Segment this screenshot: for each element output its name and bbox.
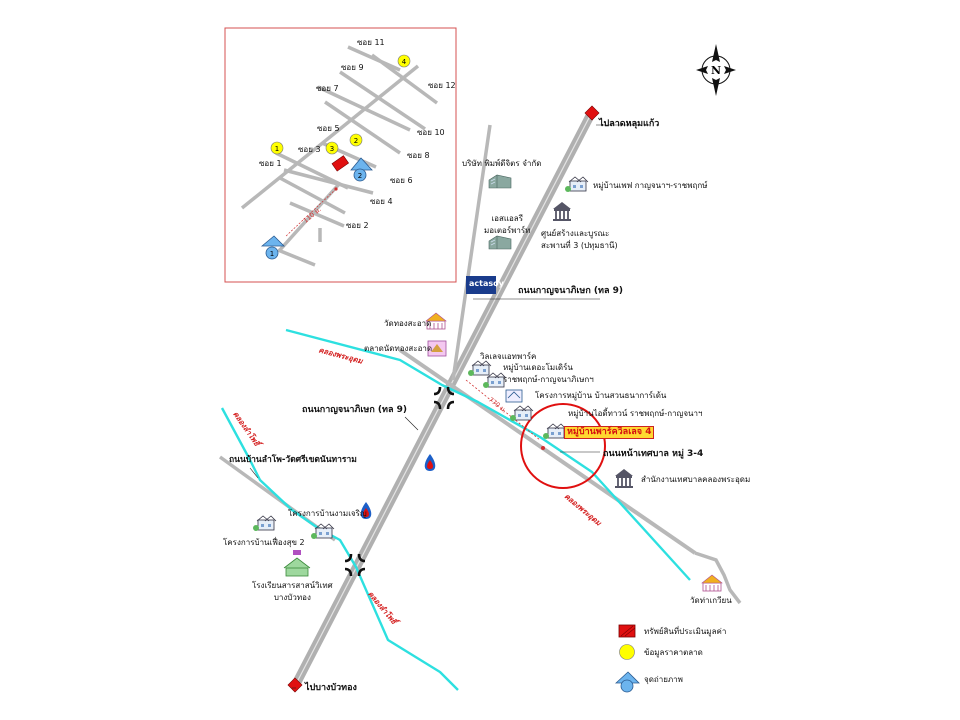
label-construction-center: ศูนย์สร้างและบูรณะ สะพานที่ 3 (ปทุมธานี) — [541, 229, 618, 250]
inset-marker-1: 1 — [270, 141, 284, 155]
market-icon — [427, 340, 447, 357]
subject-dot — [541, 446, 545, 450]
legend-market-price-icon — [619, 644, 635, 660]
label-wat-tha: วัดท่าเกวียน — [690, 596, 732, 605]
inset-soi-6: ซอย 6 — [390, 176, 413, 185]
inset-frame — [224, 27, 457, 283]
inset-soi-8: ซอย 8 — [407, 151, 430, 160]
label-subject-property: หมู่บ้านพาร์ควิลเลจ 4 — [564, 426, 655, 439]
inset-soi-12: ซอย 12 — [428, 81, 456, 90]
svg-text:2: 2 — [354, 137, 358, 145]
govt-icon — [552, 201, 572, 222]
label-village-pap: หมู่บ้านเพฟ กาญจนาฯ-ราชพฤกษ์ — [593, 181, 708, 190]
inset-soi-7: ซอย 7 — [316, 84, 339, 93]
inset-marker-2: 2 — [349, 133, 363, 147]
label-road-lampho: ถนนบ้านลำโพ-วัดศรีเขตนันทาราม — [229, 455, 357, 465]
inset-soi-2: ซอย 2 — [346, 221, 369, 230]
factory-icon — [488, 235, 512, 250]
legend-market-price-label: ข้อมูลราคาตลาด — [644, 648, 703, 657]
label-market: ตลาดนัดทองสะอาด — [364, 344, 433, 353]
inset-soi-9: ซอย 9 — [341, 63, 364, 72]
inset-soi-11: ซอย 11 — [357, 38, 385, 47]
label-village-eastern: หมู่บ้านไอดี้ทาวน์ ราชพฤกษ์-กาญจนาฯ — [568, 409, 703, 418]
compass-icon: N — [696, 44, 736, 96]
label-road-kanchana-top: ถนนกาญจนาภิเษก (ทล 9) — [518, 286, 623, 296]
svg-text:4: 4 — [402, 58, 407, 66]
house-icon — [509, 405, 534, 422]
label-village-elite: วิลเลจแอทพาร์ค — [480, 352, 537, 361]
label-project-garden: โครงการหมู่บ้าน บ้านสวนธนาการ์เด้น — [535, 391, 667, 400]
road-municipal — [398, 348, 697, 555]
inset-distance-line — [284, 188, 337, 238]
svg-text:1: 1 — [275, 145, 279, 153]
inset-soi-10: ซอย 10 — [417, 128, 445, 137]
svg-text:3: 3 — [330, 145, 334, 153]
inset-soi-3: ซอย 3 — [298, 145, 321, 154]
label-sml: เอสแอลรี มอเตอร์พาร์ท — [484, 214, 531, 235]
house-icon — [564, 176, 589, 193]
school-icon — [283, 550, 311, 577]
label-school: โรงเรียนสารสาสน์วิเทศ บางบัวทอง — [252, 581, 333, 602]
inset-dot — [334, 187, 338, 191]
label-project-ngam: โครงการบ้านงามเจริญ — [288, 509, 367, 518]
temple-icon — [701, 574, 723, 592]
house-icon — [542, 423, 567, 440]
svg-text:2: 2 — [358, 172, 362, 180]
roads — [218, 109, 742, 687]
govt-icon — [614, 468, 634, 489]
inset-photo-point-1: 1 — [260, 235, 285, 260]
road-upper-left — [451, 124, 492, 381]
inset-soi-1: ซอย 1 — [259, 159, 282, 168]
label-brand: actasoy — [469, 279, 504, 288]
house-icon — [252, 515, 277, 532]
arrow-down-icon — [287, 677, 303, 693]
label-project-feung: โครงการบ้านเฟื่องสุข 2 — [223, 538, 305, 547]
inset-soi-5: ซอย 5 — [317, 124, 340, 133]
svg-text:1: 1 — [270, 250, 274, 258]
legend-photo-point-icon — [614, 671, 640, 693]
label-to-bang-bua-thong: ไปบางบัวทอง — [305, 683, 357, 693]
label-wat-thong: วัดทองสะอาด — [384, 319, 432, 328]
label-road-municipal: ถนนหน้าเทศบาล หมู่ 3-4 — [603, 449, 704, 459]
inset-property-marker — [331, 155, 350, 172]
inset-marker-3: 3 — [325, 141, 339, 155]
brand-box — [466, 276, 496, 294]
label-village-plaza: หมู่บ้านเดอะโมเดิร์น ราชพฤกษ์-กาญจนาภิเษ… — [503, 363, 594, 384]
subject-circle — [520, 403, 606, 489]
label-road-kanchana-mid: ถนนกาญจนาภิเษก (ทล 9) — [302, 405, 407, 415]
svg-text:N: N — [711, 64, 721, 77]
leader-lines — [249, 124, 640, 689]
inset-marker-4: 4 — [397, 54, 411, 68]
inset-soi-4: ซอย 4 — [370, 197, 393, 206]
label-to-pak-kret: ไปลาดหลุมแก้ว — [599, 119, 660, 129]
fuel-icon — [424, 454, 436, 471]
arrow-up-icon — [584, 105, 600, 121]
inset-roads — [240, 45, 439, 267]
legend-property-label: ทรัพย์สินที่ประเมินมูลค่า — [644, 627, 727, 636]
legend-photo-point-label: จุดถ่ายภาพ — [644, 675, 683, 684]
house-icon — [467, 360, 492, 377]
project-box-icon — [505, 389, 523, 403]
label-company: บริษัท พิมพ์ดีจิตร จำกัด — [462, 159, 542, 168]
label-municipal-office: สำนักงานเทศบาลคลองพระอุดม — [641, 475, 751, 484]
factory-icon — [488, 174, 512, 189]
inset-photo-point-2: 2 — [350, 157, 373, 182]
